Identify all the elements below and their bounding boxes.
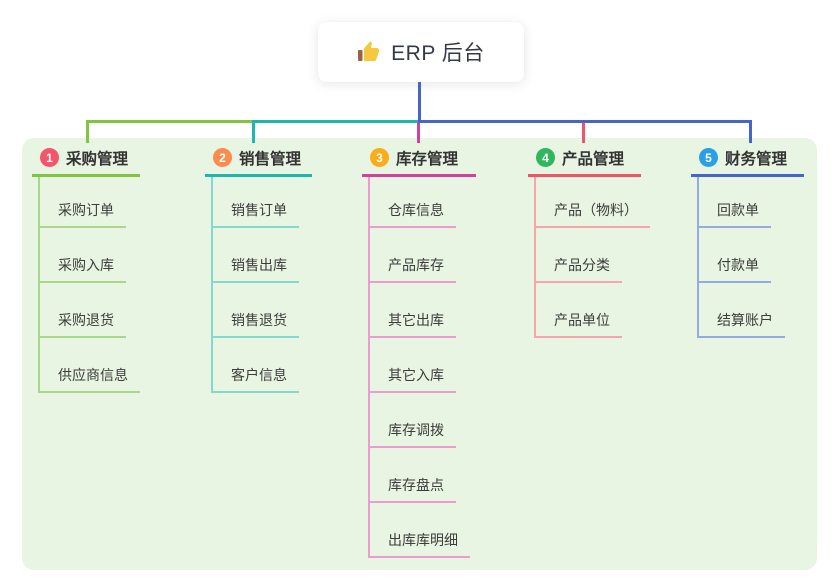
child-label: 采购入库 — [58, 257, 114, 273]
branch-node-4[interactable]: 4 产品管理 — [528, 147, 641, 177]
branch-connector-drop — [582, 120, 585, 143]
branch-number-badge: 3 — [370, 148, 389, 167]
root-title: ERP 后台 — [391, 42, 485, 65]
branch-child-line — [368, 177, 370, 558]
child-label: 产品分类 — [554, 257, 610, 273]
root-node[interactable]: ERP 后台 — [318, 22, 524, 82]
child-node[interactable]: 产品（物料） — [534, 200, 650, 228]
child-node[interactable]: 销售退货 — [211, 310, 299, 338]
branch-node-2[interactable]: 2 销售管理 — [205, 147, 312, 177]
branch-label: 财务管理 — [725, 150, 788, 168]
branch-child-line — [38, 177, 40, 393]
child-node[interactable]: 产品库存 — [368, 255, 456, 283]
child-label: 产品库存 — [388, 257, 444, 273]
child-label: 产品（物料） — [554, 202, 638, 218]
child-label: 结算账户 — [717, 312, 773, 328]
branch-connector-drop — [86, 120, 89, 143]
child-label: 回款单 — [717, 202, 759, 218]
branch-node-3[interactable]: 3 库存管理 — [362, 147, 476, 177]
child-node[interactable]: 结算账户 — [697, 310, 785, 338]
branch-label: 产品管理 — [562, 150, 625, 168]
child-node[interactable]: 回款单 — [697, 200, 771, 228]
child-node[interactable]: 付款单 — [697, 255, 771, 283]
branch-label: 销售管理 — [239, 150, 302, 168]
child-node[interactable]: 出库库明细 — [368, 530, 470, 558]
child-node[interactable]: 供应商信息 — [38, 365, 140, 393]
child-node[interactable]: 产品单位 — [534, 310, 622, 338]
child-node[interactable]: 产品分类 — [534, 255, 622, 283]
child-label: 其它入库 — [388, 367, 444, 383]
child-label: 付款单 — [717, 257, 759, 273]
connector-hline — [86, 120, 252, 123]
child-node[interactable]: 采购退货 — [38, 310, 126, 338]
branch-label: 库存管理 — [396, 150, 459, 168]
branch-node-1[interactable]: 1 采购管理 — [32, 147, 140, 177]
root-connector-line — [418, 82, 421, 123]
child-label: 客户信息 — [231, 367, 287, 383]
child-node[interactable]: 库存盘点 — [368, 475, 456, 503]
branch-child-line — [697, 177, 699, 338]
child-node[interactable]: 客户信息 — [211, 365, 299, 393]
branch-connector-drop — [252, 120, 255, 143]
thumbs-up-icon — [358, 41, 380, 61]
child-label: 采购订单 — [58, 202, 114, 218]
branch-child-line — [211, 177, 213, 393]
branch-label: 采购管理 — [66, 150, 129, 168]
child-label: 库存调拨 — [388, 422, 444, 438]
child-label: 采购退货 — [58, 312, 114, 328]
connector-hline — [252, 120, 420, 123]
branch-number-badge: 1 — [40, 148, 59, 167]
branch-number-badge: 2 — [213, 148, 232, 167]
child-node[interactable]: 库存调拨 — [368, 420, 456, 448]
child-node[interactable]: 销售订单 — [211, 200, 299, 228]
branch-number-badge: 4 — [536, 148, 555, 167]
mindmap-board — [22, 138, 817, 570]
child-node[interactable]: 采购入库 — [38, 255, 126, 283]
child-node[interactable]: 其它出库 — [368, 310, 456, 338]
branch-number-badge: 5 — [699, 148, 718, 167]
child-label: 出库库明细 — [388, 532, 458, 548]
child-label: 供应商信息 — [58, 367, 128, 383]
child-label: 产品单位 — [554, 312, 610, 328]
child-node[interactable]: 仓库信息 — [368, 200, 456, 228]
child-node[interactable]: 销售出库 — [211, 255, 299, 283]
connector-hline — [418, 120, 752, 123]
child-label: 销售退货 — [231, 312, 287, 328]
branch-connector-drop — [417, 120, 420, 143]
branch-child-line — [534, 177, 536, 338]
child-label: 库存盘点 — [388, 477, 444, 493]
child-label: 仓库信息 — [388, 202, 444, 218]
child-label: 其它出库 — [388, 312, 444, 328]
branch-node-5[interactable]: 5 财务管理 — [691, 147, 804, 177]
child-label: 销售订单 — [231, 202, 287, 218]
child-node[interactable]: 其它入库 — [368, 365, 456, 393]
branch-connector-drop — [749, 120, 752, 143]
child-label: 销售出库 — [231, 257, 287, 273]
child-node[interactable]: 采购订单 — [38, 200, 126, 228]
